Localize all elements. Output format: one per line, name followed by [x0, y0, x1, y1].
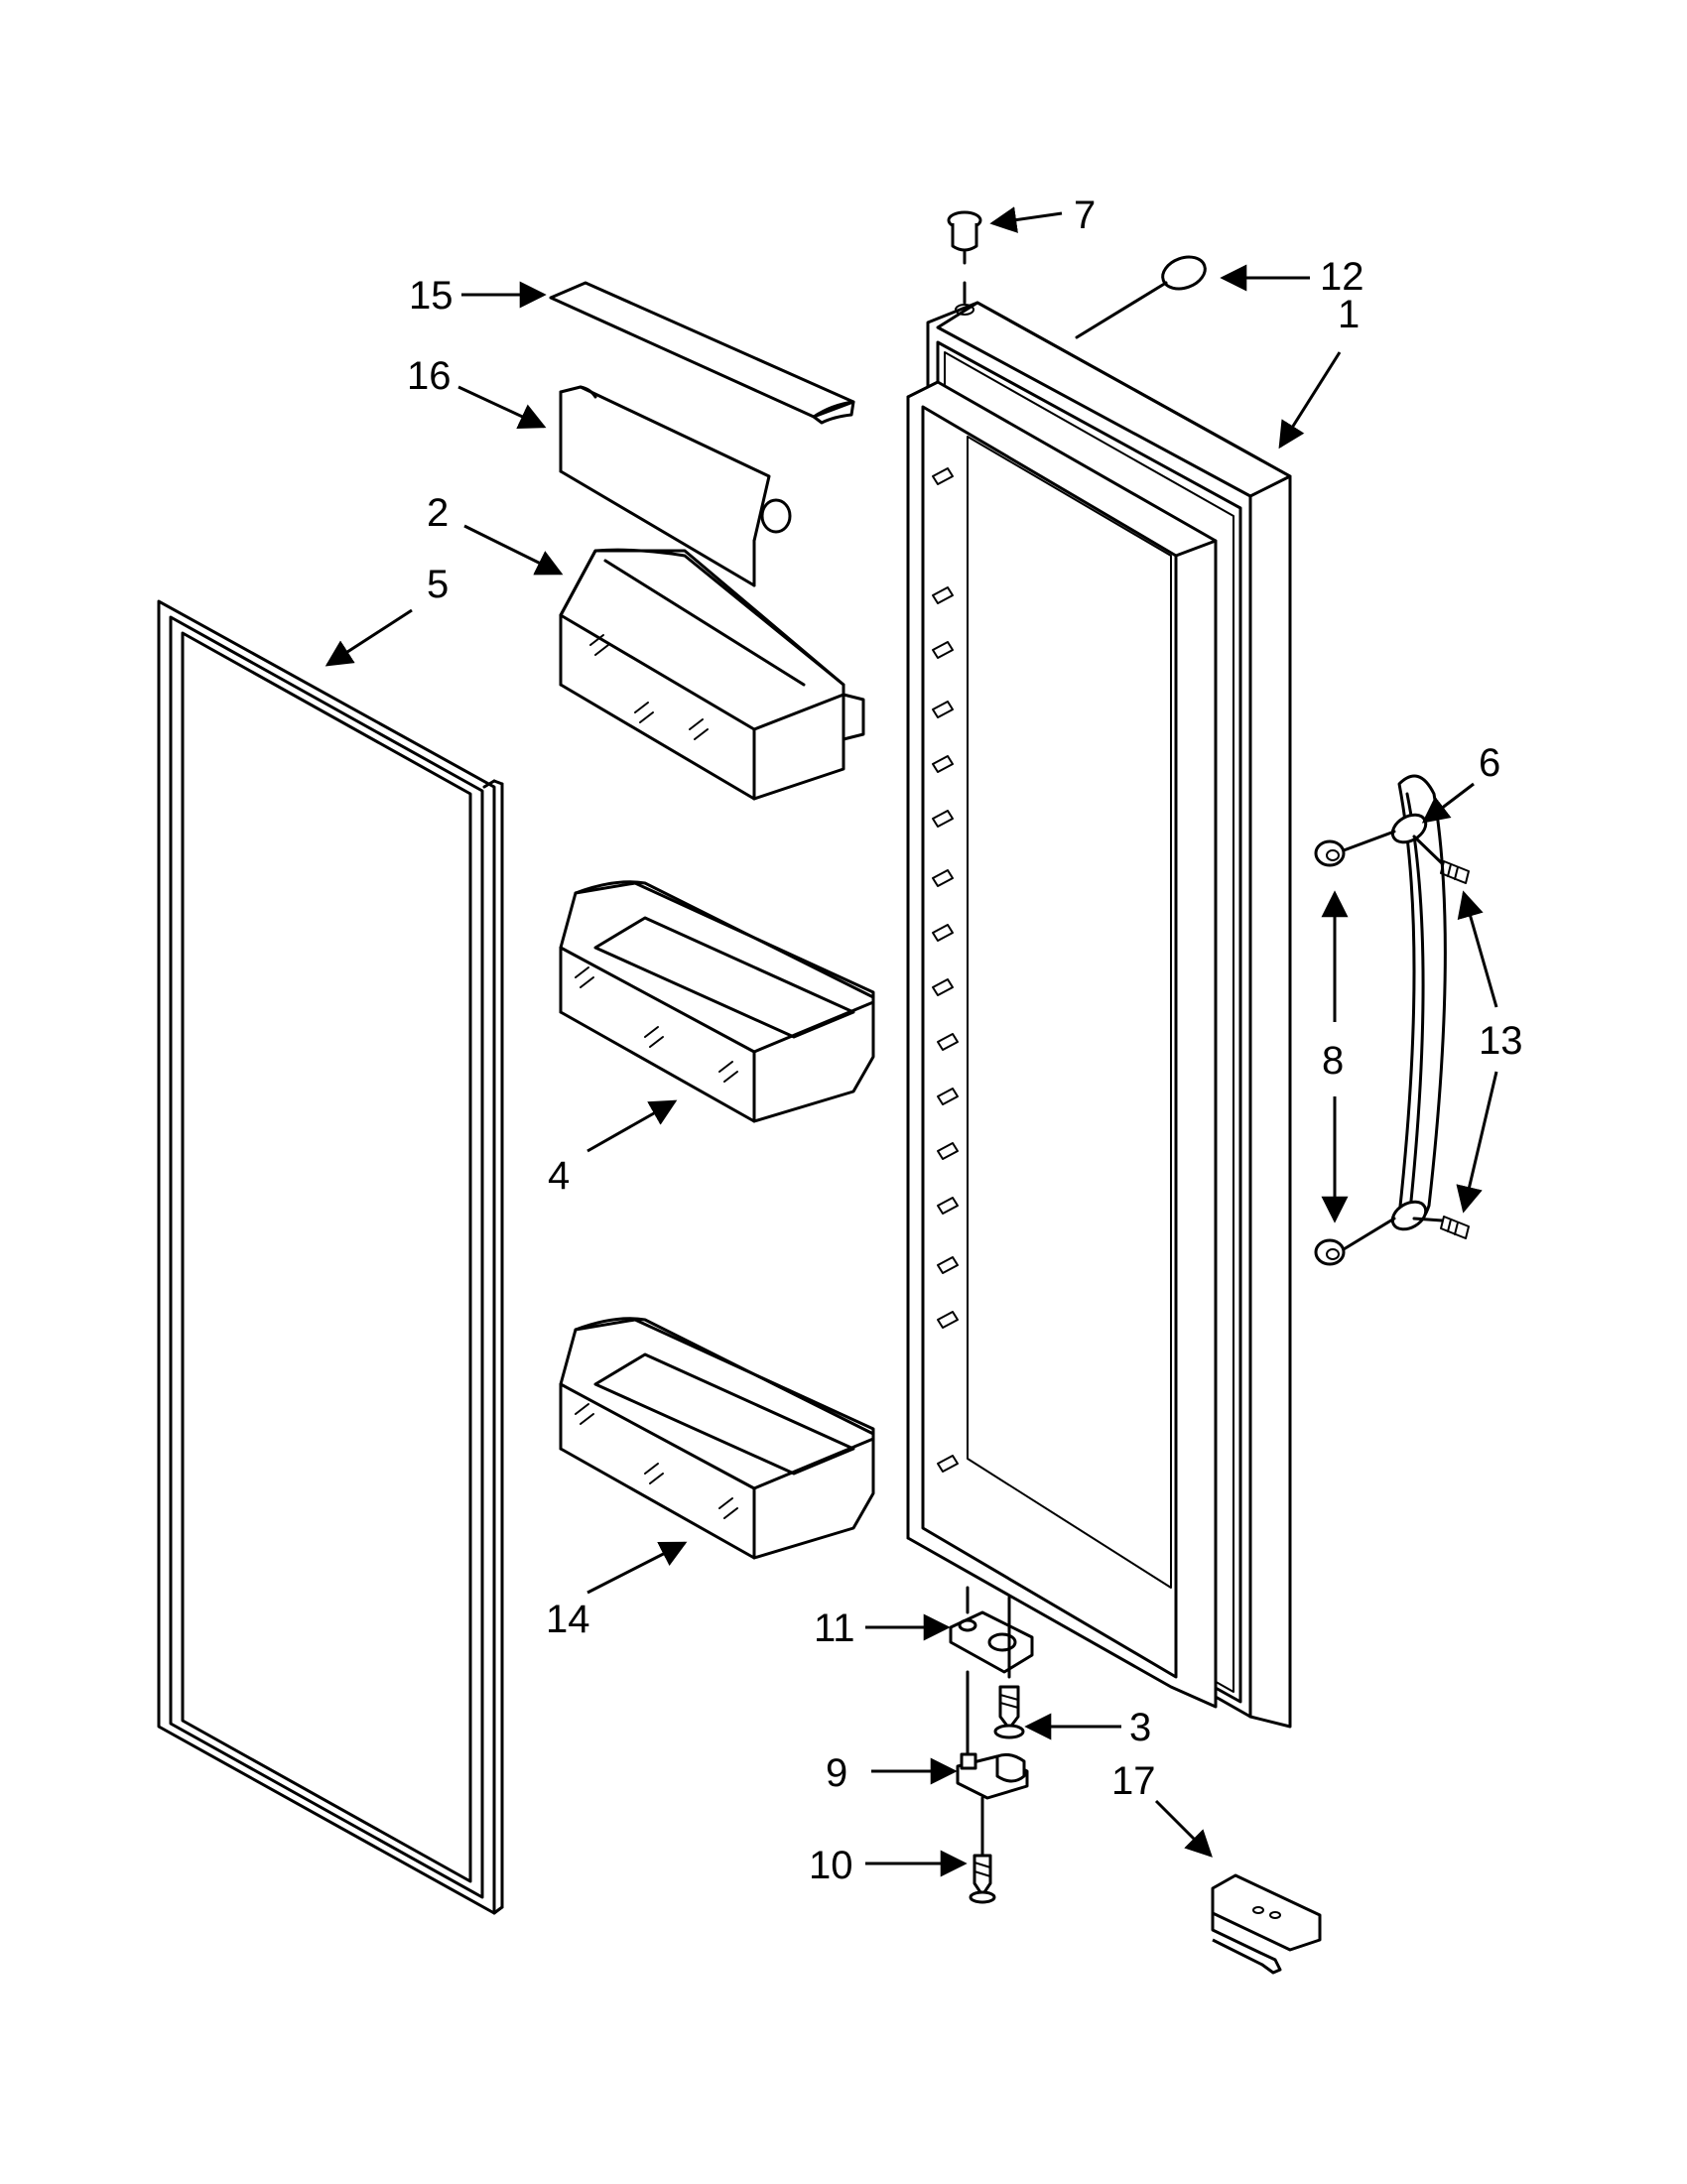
callout-8: 8	[1322, 1039, 1344, 1083]
callout-13: 13	[1479, 1019, 1523, 1063]
leader-lines	[324, 206, 1498, 1877]
callout-17: 17	[1111, 1759, 1156, 1803]
callout-3: 3	[1129, 1706, 1151, 1749]
door-bin-middle-part	[559, 880, 875, 1123]
callout-14: 14	[546, 1598, 590, 1641]
callout-2: 2	[427, 491, 449, 535]
callout-12: 12	[1320, 255, 1364, 299]
plug-part	[947, 210, 982, 305]
callout-16: 16	[407, 354, 452, 398]
callout-11: 11	[814, 1606, 855, 1650]
handle-part	[1314, 774, 1470, 1266]
callout-6: 6	[1479, 741, 1500, 785]
callout-4: 4	[548, 1154, 570, 1198]
callout-labels: 15 16 2 5 4 14 7 12 1 6 8 13 11 3 9 17 1…	[407, 193, 1523, 1887]
screw-lower-part	[969, 1854, 996, 1904]
o-ring-part	[1075, 255, 1207, 339]
callout-7: 7	[1074, 193, 1096, 237]
callout-1: 1	[1338, 293, 1360, 336]
hinge-shim-part	[1211, 1873, 1322, 1975]
screw-part	[993, 1596, 1025, 1739]
hinge-bracket-part	[949, 1586, 1034, 1674]
door-assembly-part	[906, 301, 1292, 1729]
door-gasket-part	[157, 599, 504, 1915]
door-bin-lower-part	[559, 1317, 875, 1560]
lower-hinge-part	[956, 1670, 1029, 1856]
callout-15: 15	[409, 274, 454, 318]
bin-cover-part	[549, 281, 855, 425]
dairy-bin-part	[559, 548, 865, 801]
callout-5: 5	[427, 563, 449, 606]
callout-10: 10	[809, 1844, 853, 1887]
bin-retainer-part	[559, 385, 792, 587]
callout-9: 9	[826, 1751, 847, 1795]
